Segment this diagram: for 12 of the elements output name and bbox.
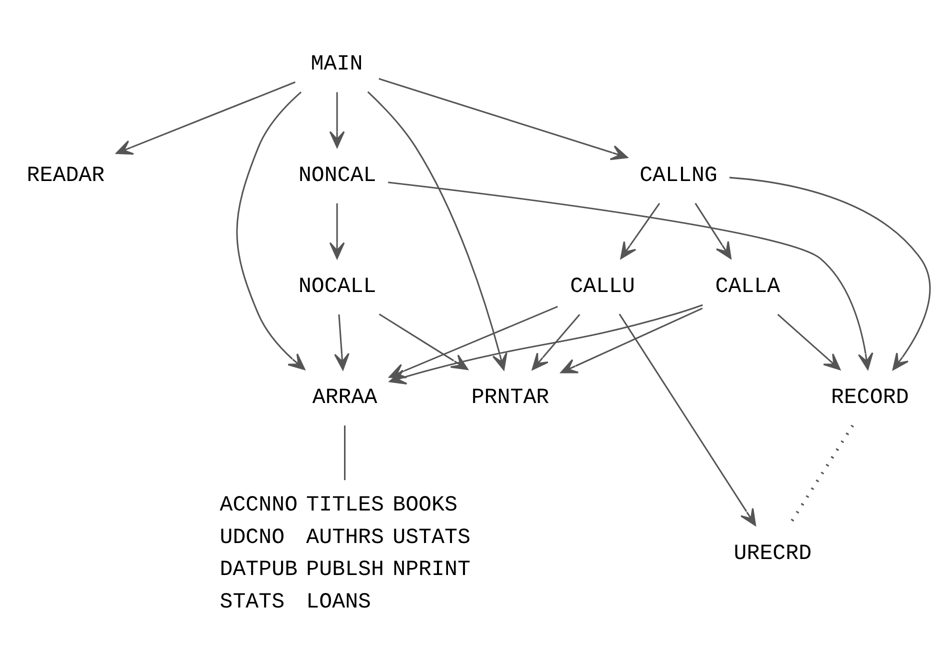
node-text: PRNTAR bbox=[471, 386, 550, 410]
node-text: URECRD bbox=[734, 541, 812, 566]
node-text: NONCAL bbox=[298, 163, 376, 188]
node-text: NOCALL bbox=[298, 274, 376, 298]
node-text: CALLNG bbox=[640, 163, 718, 188]
node-text: READAR bbox=[26, 163, 105, 188]
node-text: CALLA bbox=[715, 274, 780, 298]
node-text: ARRAA bbox=[312, 386, 378, 410]
node-text: ACCNNO TITLES BOOKS UDCNO AUTHRS USTATS DATPUB PUBLSH NPRINT STATS LOANS bbox=[220, 492, 470, 614]
node-text: CALLU bbox=[570, 274, 635, 298]
node-text: MAIN bbox=[310, 52, 363, 76]
node-text: RECORD bbox=[831, 386, 909, 410]
